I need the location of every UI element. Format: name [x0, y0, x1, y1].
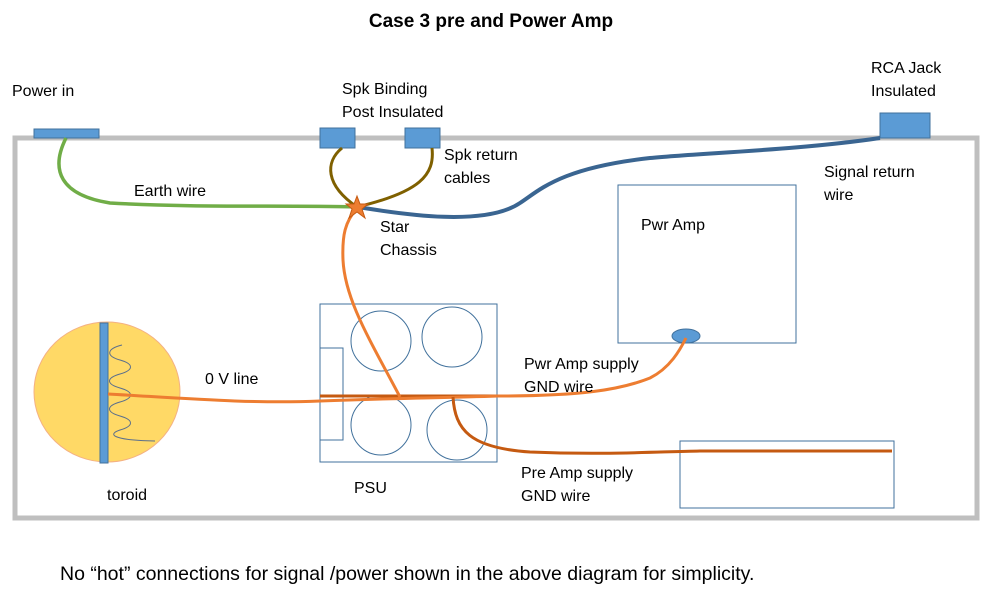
chassis-outline	[12, 135, 980, 521]
psu-capacitor-bottom-left	[350, 394, 412, 456]
spk-return-cable-left	[329, 146, 358, 209]
pwr-amp-gnd-terminal	[671, 328, 701, 344]
rca-jack-label-line1: RCA Jack	[871, 60, 942, 77]
psu-capacitor-top-right	[421, 306, 483, 368]
signal-return-label-line2: wire	[824, 187, 854, 204]
pre-amp-box	[679, 440, 895, 509]
power-in-label: Power in	[12, 83, 75, 100]
toroid-core-bar	[99, 322, 109, 464]
rca-jack-label-line2: Insulated	[871, 83, 936, 100]
pwr-amp-gnd-wire	[497, 337, 688, 398]
star-chassis-marker	[344, 194, 370, 220]
earth-wire	[57, 137, 358, 209]
psu-bridge	[319, 347, 344, 441]
pwr-amp-label: Pwr Amp	[641, 217, 706, 234]
zero-v-line-label: 0 V line	[205, 371, 259, 388]
spk-binding-post-right	[404, 127, 441, 149]
spk-binding-label-line2: Post Insulated	[342, 104, 444, 121]
diagram-title: Case 3 pre and Power Amp	[368, 11, 614, 32]
spk-return-cable-right	[356, 147, 434, 209]
pre-amp-gnd-wire	[451, 396, 892, 455]
toroid-label: toroid	[107, 487, 148, 504]
psu-label: PSU	[354, 480, 387, 497]
pwr-amp-box	[617, 184, 797, 344]
earth-wire-label: Earth wire	[134, 183, 207, 200]
star-chassis-label-line2: Chassis	[380, 242, 437, 259]
psu-capacitor-bottom-right	[426, 399, 488, 461]
power-in-connector	[33, 128, 100, 139]
signal-return-label-line1: Signal return	[824, 164, 915, 181]
spk-return-label-line1: Spk return	[444, 147, 518, 164]
pre-amp-gnd-label-line1: Pre Amp supply	[521, 465, 634, 482]
footnote: No “hot” connections for signal /power s…	[60, 563, 755, 585]
signal-return-wire	[356, 136, 881, 219]
psu-to-star-wire	[341, 207, 402, 398]
star-chassis-label-line1: Star	[380, 219, 410, 236]
spk-binding-post-left	[319, 127, 356, 149]
rca-jack-connector	[879, 112, 931, 139]
spk-return-label-line2: cables	[444, 170, 491, 187]
spk-binding-label-line1: Spk Binding	[342, 81, 428, 98]
pwr-amp-gnd-label-line1: Pwr Amp supply	[524, 356, 639, 373]
zero-v-line-wire	[107, 392, 499, 404]
pwr-amp-gnd-label-line2: GND wire	[524, 379, 594, 396]
psu-capacitor-top-left	[350, 310, 412, 372]
pre-amp-gnd-label-line2: GND wire	[521, 488, 591, 505]
psu-box	[319, 303, 498, 463]
